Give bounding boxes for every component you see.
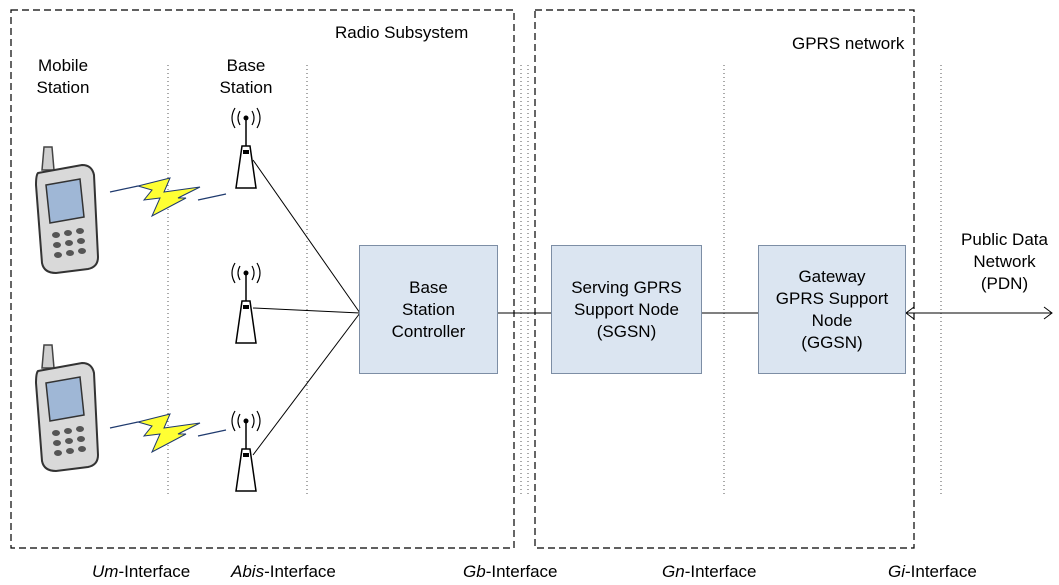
ggsn-label: Gateway GPRS Support Node (GGSN)	[775, 266, 889, 352]
gn-interface-label: Gn-Interface	[662, 562, 757, 581]
radio-link-lightning-icon	[109, 413, 227, 454]
base-station-label: Base Station	[219, 56, 273, 97]
base-station-antenna-icon	[231, 410, 261, 492]
abis-interface-label: Abis-Interface	[231, 562, 336, 581]
gprs-network-title: GPRS network	[792, 34, 905, 53]
link-bs1-bsc	[252, 159, 361, 314]
base-station-antenna-icon	[231, 262, 261, 344]
public-data-network-label: Public Data Network (PDN)	[961, 230, 1048, 293]
sgsn-label: Serving GPRS Support Node (SGSN)	[571, 277, 682, 341]
arrowhead-left	[905, 306, 915, 320]
radio-subsystem-title: Radio Subsystem	[335, 23, 469, 42]
arrowhead-right	[1043, 306, 1053, 320]
mobile-phone-icon	[34, 344, 100, 473]
link-bs2-bsc	[252, 307, 361, 314]
base-station-controller-node[interactable]: Base Station Controller	[359, 245, 498, 374]
gi-interface-label: Gi-Interface	[888, 562, 977, 581]
mobile-phone-icon	[34, 146, 100, 275]
link-bs3-bsc	[252, 312, 361, 456]
gb-interface-label: Gb-Interface	[463, 562, 558, 581]
radio-subsystem-boundary	[10, 9, 515, 549]
sgsn-node[interactable]: Serving GPRS Support Node (SGSN)	[551, 245, 702, 374]
bsc-label: Base Station Controller	[391, 277, 466, 341]
um-interface-label: Um-Interface	[92, 562, 191, 581]
gprs-network-boundary	[534, 9, 915, 549]
base-station-antenna-icon	[231, 107, 261, 189]
mobile-station-label: Mobile Station	[36, 56, 90, 97]
radio-link-lightning-icon	[109, 177, 227, 218]
ggsn-node[interactable]: Gateway GPRS Support Node (GGSN)	[758, 245, 906, 374]
